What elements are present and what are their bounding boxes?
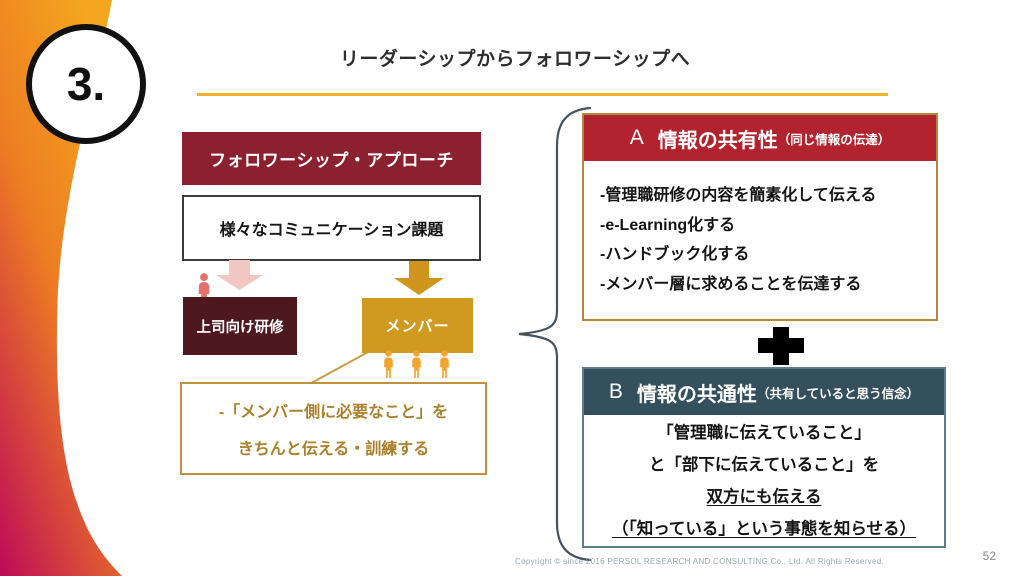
panel-a-title: 情報の共有性	[657, 129, 778, 152]
panel-b-line-underlined: （「知っている」という事態を知らせる）	[611, 519, 917, 538]
panel-a-subtitle: （同じ情報の伝達）	[777, 132, 891, 147]
side-gradient-swoosh	[0, 0, 122, 576]
curly-brace-icon	[518, 106, 592, 562]
title-underline	[197, 93, 888, 96]
panel-b: B 情報の共通性 （共有していると思う信念） 「管理職に伝えていること」 と「部…	[582, 367, 946, 548]
panel-a-body: -管理職研修の内容を簡素化して伝える -e-Learning化する -ハンドブッ…	[584, 161, 936, 319]
member-person-icon	[384, 350, 393, 378]
member-note-line2: きちんと伝える・訓練する	[237, 441, 430, 458]
panel-b-label: B	[608, 380, 623, 403]
member-note-box: -「メンバー側に必要なこと」を きちんと伝える・訓練する	[180, 382, 487, 475]
supervisor-training-box: 上司向け研修	[183, 297, 297, 355]
panel-a-item: -メンバー層に求めることを伝達する	[600, 275, 862, 293]
panel-a: A 情報の共有性 （同じ情報の伝達） -管理職研修の内容を簡素化して伝える -e…	[582, 113, 938, 321]
communication-challenge-box: 様々なコミュニケーション課題	[182, 195, 481, 261]
panel-b-subtitle: （共有していると思う信念）	[756, 386, 920, 401]
slide-number-badge: 3.	[26, 24, 146, 144]
supervisor-training-label: 上司向け研修	[196, 319, 284, 336]
communication-challenge-label: 様々なコミュニケーション課題	[219, 222, 444, 239]
member-box: メンバー	[362, 298, 473, 353]
panel-b-line: と「部下に伝えていること」を	[648, 455, 880, 474]
panel-a-item: -管理職研修の内容を簡素化して伝える	[600, 187, 877, 204]
member-note-line1: -「メンバー側に必要なこと」を	[218, 404, 449, 421]
panel-a-label: A	[629, 126, 644, 149]
panel-a-item: -ハンドブック化する	[600, 246, 750, 263]
panel-b-header: B 情報の共通性 （共有していると思う信念）	[584, 369, 944, 415]
plus-icon	[758, 327, 804, 365]
pink-arrow-down-icon	[216, 260, 263, 290]
panel-b-title: 情報の共通性	[636, 383, 757, 406]
panel-b-line-underlined: 双方にも伝える	[706, 487, 822, 506]
followership-approach-label: フォロワーシップ・アプローチ	[209, 151, 454, 170]
slide-title: リーダーシップからフォロワーシップへ	[339, 49, 691, 70]
panel-a-item: -e-Learning化する	[600, 216, 736, 234]
panel-a-header: A 情報の共有性 （同じ情報の伝達）	[584, 115, 936, 161]
page-number: 52	[982, 549, 996, 563]
slide-number: 3.	[66, 58, 106, 110]
gold-arrow-down-icon	[394, 261, 444, 295]
copyright-text: Copyright © since 2016 PERSOL RESEARCH A…	[515, 557, 884, 566]
panel-b-body: 「管理職に伝えていること」 と「部下に伝えていること」を 双方にも伝える （「知…	[584, 415, 944, 546]
followership-approach-header: フォロワーシップ・アプローチ	[182, 132, 481, 185]
member-person-icon	[412, 350, 421, 378]
panel-b-line: 「管理職に伝えていること」	[657, 423, 871, 442]
member-person-icon	[440, 350, 449, 378]
member-label: メンバー	[385, 318, 450, 335]
